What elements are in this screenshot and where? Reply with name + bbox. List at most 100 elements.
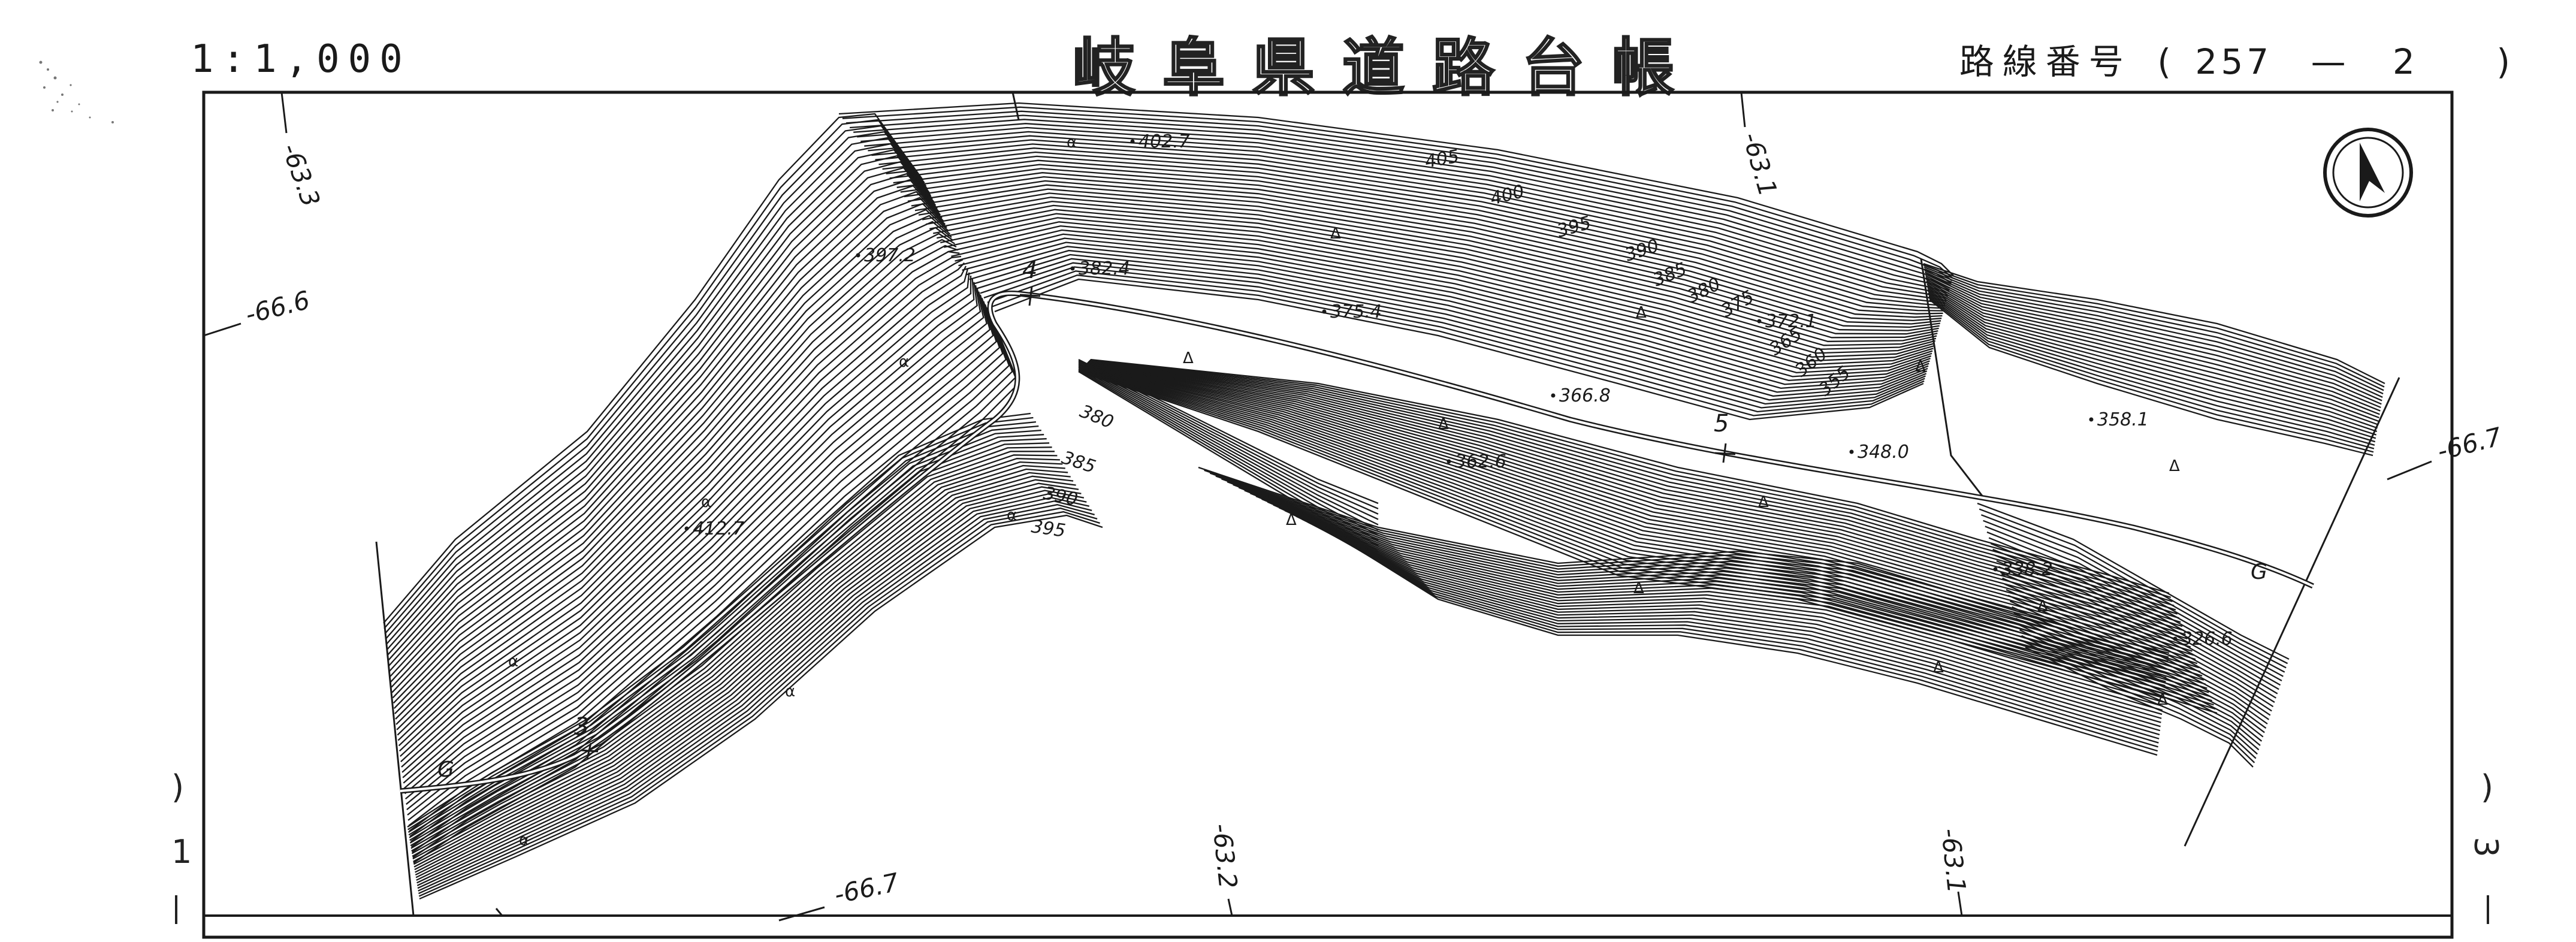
spot-366-8-point	[1551, 393, 1556, 398]
west-spur-contour	[396, 233, 955, 730]
vegetation-symbol: Δ	[1915, 358, 1926, 376]
east-slope-contour	[1923, 268, 2384, 395]
north-ridge-contour	[893, 164, 1943, 315]
spot-397-2-point	[856, 253, 860, 258]
southeast-slope-contour	[1992, 548, 2278, 695]
west-spur-contour	[389, 167, 938, 672]
southeast-slope-contour	[2025, 646, 2254, 768]
west-spur-contour	[407, 294, 991, 816]
east-slope-contour	[1927, 288, 2377, 436]
west-spur-contour	[398, 255, 962, 752]
route-number-label: 路線番号	[1959, 41, 2132, 82]
spot-375-4-point	[1322, 309, 1327, 314]
southeast-slope-contour	[1990, 543, 2279, 690]
marker-4: 4	[1022, 256, 1037, 284]
east-slope-contour	[1925, 278, 2380, 415]
north-ridge-contour	[976, 258, 1928, 401]
contour-390-top: 390	[1623, 236, 1662, 266]
central-hollow-contour	[1249, 493, 2166, 691]
route-sheet-number: 2	[2393, 41, 2415, 82]
grid-left-upper: -66.6	[243, 285, 313, 330]
south-slope-contour	[1080, 368, 2207, 689]
vegetation-symbol: Δ	[1633, 579, 1644, 597]
central-fold-contour	[1078, 371, 1379, 552]
north-ridge-contour	[951, 229, 1932, 374]
spot-338-2: 338.2	[2001, 559, 2053, 580]
southeast-slope-contour	[1979, 508, 2288, 665]
central-hollow-contour	[1336, 536, 2158, 752]
west-lower-contour	[415, 482, 1079, 876]
west-spur-contour	[385, 137, 930, 645]
spot-412-7-point	[684, 526, 689, 531]
central-hollow-contour	[1307, 521, 2161, 732]
north-ridge-contour	[969, 249, 1929, 393]
vegetation-symbol: Δ	[1933, 659, 1944, 677]
north-ridge-contour	[900, 172, 1942, 322]
vegetation-symbol: Δ	[2157, 691, 2168, 709]
central-hollow-contour	[1319, 527, 2160, 739]
spot-358-1-point	[2089, 417, 2094, 422]
central-fold-contour	[1078, 360, 1379, 509]
south-slope-contour	[1087, 362, 2183, 627]
south-slope-contour	[1089, 360, 2173, 602]
west-lower-contour	[411, 454, 1058, 855]
southeast-slope-contour	[2009, 600, 2265, 733]
left-edge-number: 1	[171, 833, 192, 871]
central-hollow-contour	[1227, 481, 2167, 675]
central-hollow-contour	[1273, 504, 2163, 707]
west-spur-contour	[397, 238, 957, 736]
north-ridge-contour	[911, 184, 1940, 331]
west-spur-contour	[387, 155, 935, 661]
southeast-slope-contour	[1980, 514, 2287, 669]
central-hollow-contour	[1295, 515, 2161, 723]
east-slope-contour	[1926, 285, 2378, 429]
southeast-slope-contour	[2015, 617, 2261, 746]
north-ridge-contour	[983, 266, 1926, 409]
spot-326-6: 326.6	[2181, 629, 2233, 650]
field-symbol: α	[519, 831, 529, 849]
west-spur-contour	[407, 297, 994, 821]
north-ridge-contour	[907, 180, 1941, 328]
grid-bottom-left: -66.7	[832, 867, 902, 910]
north-ridge-contour	[925, 200, 1937, 346]
south-slope-contour	[1086, 363, 2188, 640]
vegetation-symbol: Δ	[1330, 225, 1341, 243]
north-ridge-contour	[932, 209, 1936, 354]
east-slope-contour	[1926, 283, 2378, 425]
west-spur-contour	[390, 179, 941, 683]
north-ridge-contour	[922, 197, 1938, 342]
contour-380-mid: 380	[1077, 401, 1116, 433]
west-lower-contour	[417, 500, 1092, 889]
contour-lines	[383, 102, 2385, 900]
west-spur-contour	[392, 203, 947, 704]
west-spur-contour	[402, 272, 970, 778]
west-spur-contour	[385, 131, 928, 640]
scan-speckle	[39, 61, 114, 123]
central-hollow-contour	[1233, 484, 2167, 678]
spot-397-2: 397.2	[864, 245, 916, 266]
east-slope-contour	[1926, 280, 2379, 419]
west-spur-contour	[403, 276, 972, 784]
north-ridge-contour	[994, 278, 1924, 421]
right-edge-paren: )	[2481, 768, 2494, 806]
central-hollow-contour	[1198, 466, 2170, 654]
spot-358-1: 358.1	[2097, 409, 2149, 430]
west-lower-contour	[409, 434, 1044, 841]
route-dash: —	[2311, 41, 2346, 82]
central-hollow-contour	[1255, 495, 2165, 695]
west-lower-contour	[415, 486, 1082, 878]
field-symbol: α	[701, 493, 711, 511]
north-ridge-contour	[878, 147, 1946, 304]
north-ridge-contour	[918, 192, 1938, 339]
north-ridge-contour	[904, 176, 1941, 325]
map-frame	[202, 90, 2454, 939]
southeast-slope-contour	[2012, 606, 2264, 738]
east-slope-contour	[1925, 273, 2382, 405]
spot-348-0: 348.0	[1858, 442, 1909, 463]
west-spur-contour	[403, 279, 975, 789]
spot-366-8: 366.8	[1559, 385, 1611, 406]
west-lower-contour	[419, 514, 1103, 900]
west-lower-contour	[418, 511, 1100, 897]
